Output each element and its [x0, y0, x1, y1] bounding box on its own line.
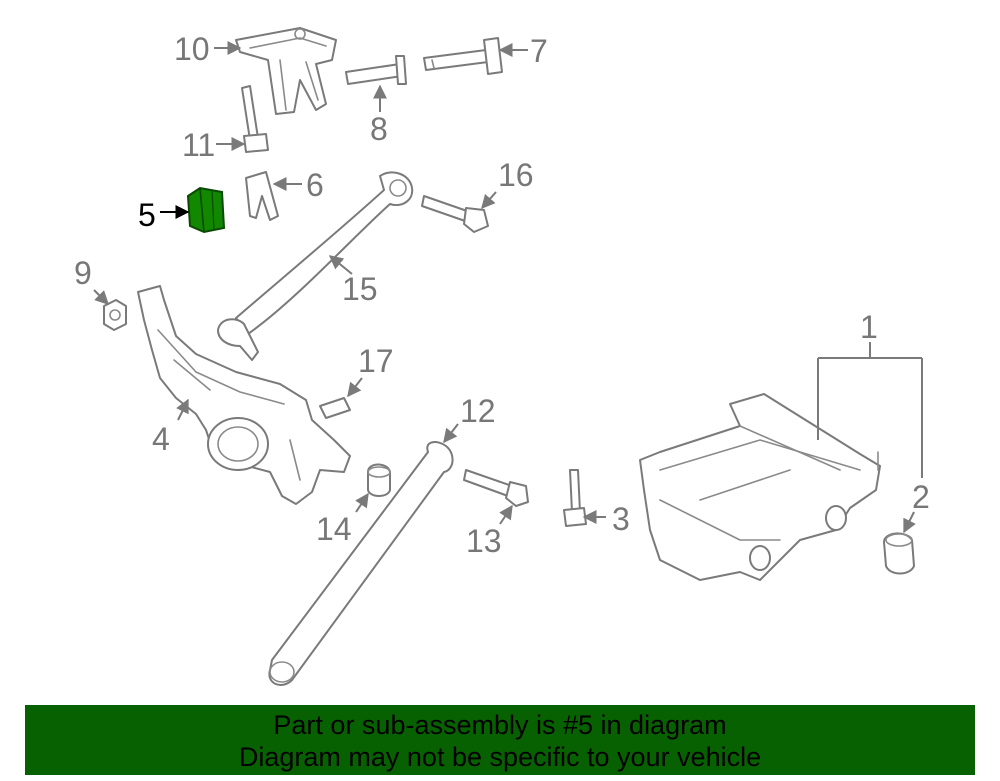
- banner-line-1: Part or sub-assembly is #5 in diagram: [273, 710, 727, 740]
- callout-17: 17: [358, 343, 394, 379]
- part-6-clip: [245, 171, 279, 221]
- part-17-clip: [319, 397, 351, 419]
- part-15-arm: [217, 171, 414, 361]
- part-9-nut: [103, 299, 127, 331]
- callout-16: 16: [498, 157, 534, 193]
- part-12-link: [268, 441, 454, 686]
- callout-9: 9: [74, 255, 92, 291]
- callout-4: 4: [152, 421, 170, 457]
- callout-12: 12: [460, 393, 496, 429]
- callout-13: 13: [466, 523, 502, 559]
- callout-5: 5: [138, 197, 156, 233]
- callout-labels: 10 7 8 11 6 5 16 15 9 4 17 12 14 13 3 1 …: [74, 31, 930, 559]
- part-14-bushing: [367, 463, 391, 497]
- part-2-bushing: [883, 532, 915, 575]
- callout-10: 10: [174, 31, 210, 67]
- callout-8: 8: [370, 111, 388, 147]
- part-1-subframe: [639, 393, 881, 581]
- callout-1: 1: [860, 309, 878, 345]
- part-13-bolt: [463, 469, 529, 507]
- banner-line-2: Diagram may not be specific to your vehi…: [238, 742, 762, 772]
- callout-14: 14: [316, 511, 352, 547]
- part-16-bolt: [421, 195, 489, 233]
- callout-11: 11: [182, 127, 215, 163]
- part-8-pin: [345, 55, 407, 85]
- part-5-bushing: [186, 186, 226, 234]
- part-3-bolt: [563, 469, 587, 527]
- info-banner: Part or sub-assembly is #5 in diagram Di…: [25, 705, 975, 775]
- callout-2: 2: [912, 479, 930, 515]
- callout-7: 7: [530, 33, 548, 69]
- part-10-bracket: [235, 27, 337, 115]
- parts-diagram: 10 7 8 11 6 5 16 15 9 4 17 12 14 13 3 1 …: [74, 27, 930, 686]
- part-5-highlight: [186, 186, 226, 234]
- part-7-bolt: [423, 37, 503, 75]
- part-11-bolt: [241, 85, 269, 153]
- leader-lines: [93, 41, 923, 534]
- callout-3: 3: [612, 501, 630, 537]
- callout-15: 15: [342, 271, 378, 307]
- callout-6: 6: [306, 167, 324, 203]
